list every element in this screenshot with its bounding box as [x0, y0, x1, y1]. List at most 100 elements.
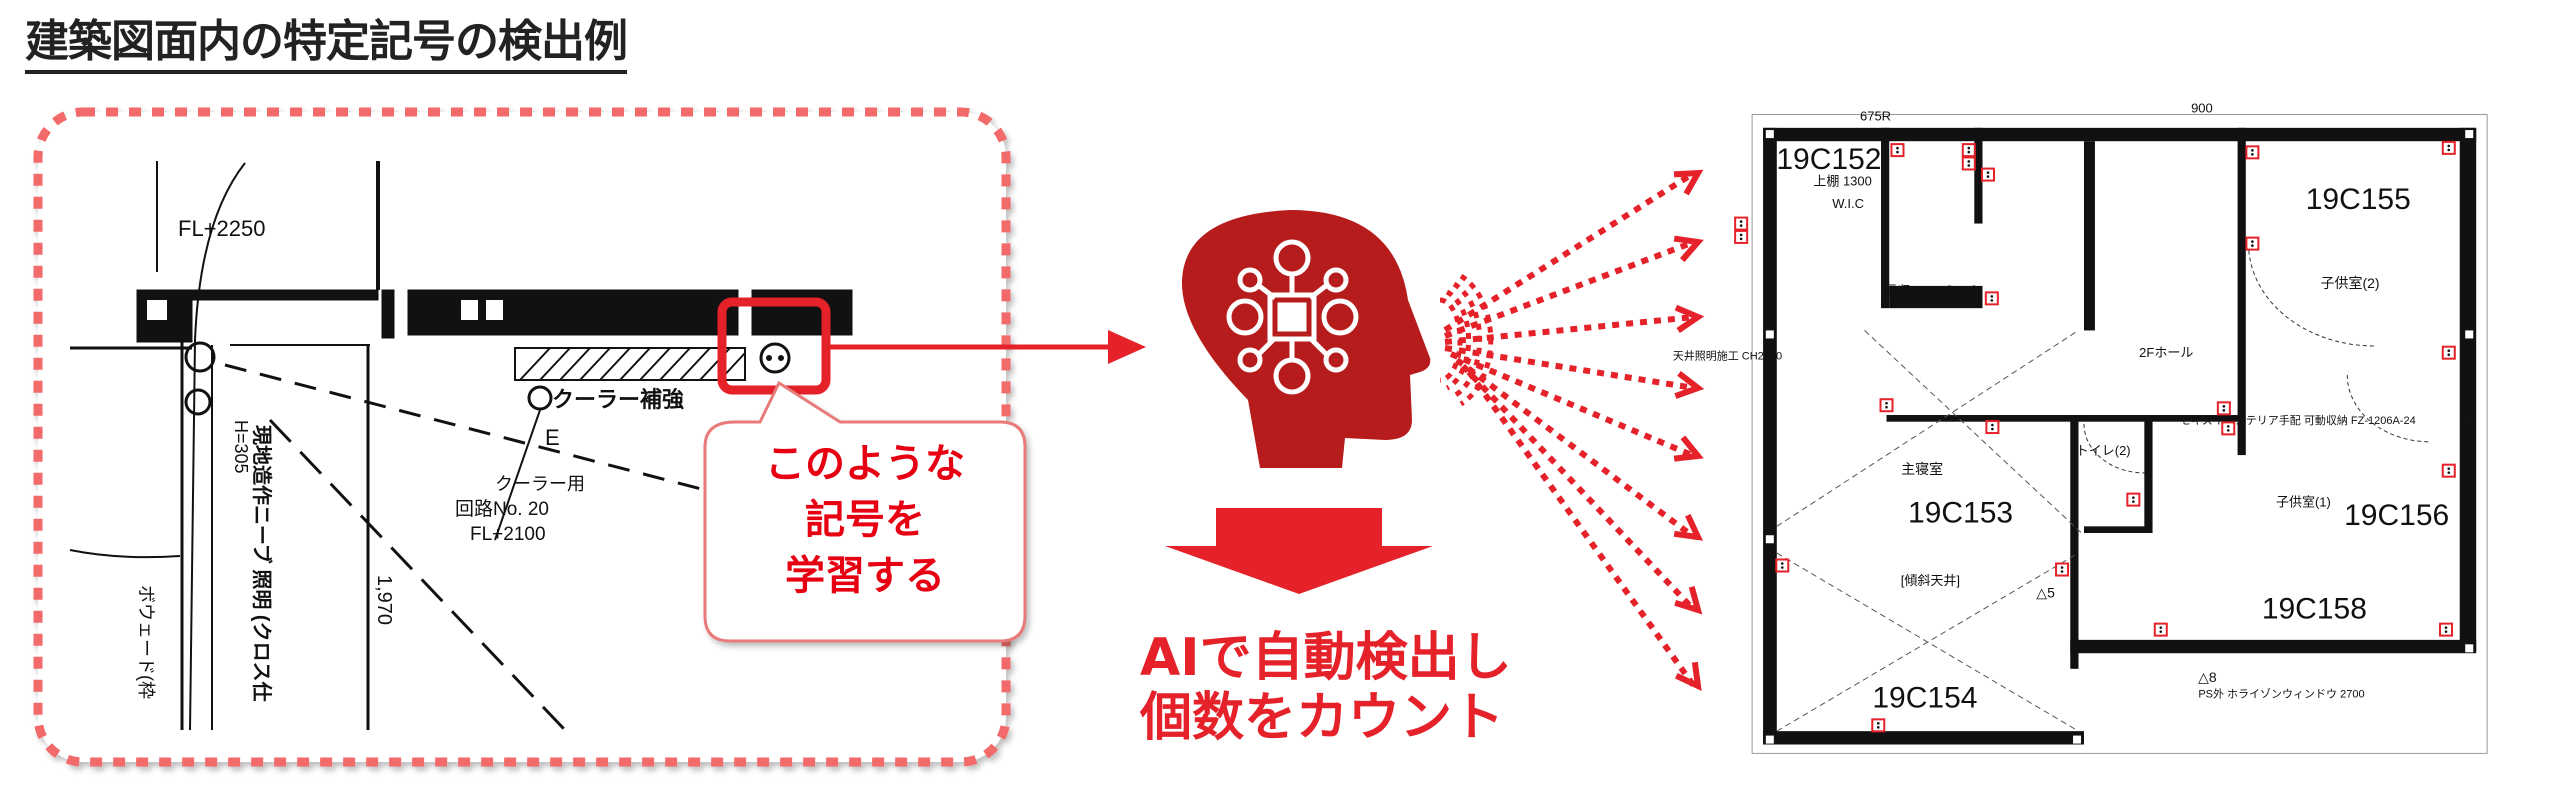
- right-arrow-icon: [1108, 330, 1146, 364]
- wall: [2459, 419, 2477, 651]
- plan-annotation: 主寝室: [1901, 461, 1943, 477]
- wall: [1763, 127, 1777, 745]
- detected-symbol-box: [1734, 229, 1749, 244]
- arrowhead-icon: [1673, 435, 1704, 462]
- plan-annotation: 長収A1125[DW]: [1885, 283, 1977, 298]
- door-swing: [2248, 243, 2375, 347]
- room-number: 19C156: [2344, 499, 2449, 532]
- window-mark: [2073, 735, 2082, 744]
- excerpt-label: H=305: [231, 420, 251, 474]
- dotted-arrow: [1444, 314, 1695, 345]
- door-swing: [2083, 423, 2145, 474]
- excerpt-label: 回路No. 20: [455, 498, 549, 520]
- plan-annotation: PS外 ホライゾンウィンドウ 2700: [2198, 688, 2364, 701]
- detected-symbol-box: [2441, 345, 2456, 360]
- detected-symbol-box: [2216, 401, 2231, 416]
- detected-symbol-box: [1961, 156, 1976, 171]
- wall: [1881, 127, 1890, 309]
- page-title: 建築図面内の特定記号の検出例: [25, 14, 628, 74]
- detected-symbol-box: [1871, 718, 1886, 733]
- dotted-arrow: [1460, 363, 1697, 613]
- window-mark: [1765, 535, 1774, 544]
- detected-symbol-box: [2153, 622, 2168, 637]
- detected-symbol-box: [1985, 420, 2000, 435]
- ceiling-line: [1864, 330, 2085, 536]
- result-text: AIで自動検出し 個数をカウント: [1140, 628, 1512, 748]
- window-mark: [1765, 735, 1774, 744]
- plan-annotation: △5: [2036, 585, 2055, 601]
- window-mark: [2465, 644, 2474, 653]
- excerpt-labels: FL+2250 クーラー補強 E クーラー用 回路No. 20 FL+2100 …: [136, 216, 684, 702]
- wall: [2083, 526, 2150, 534]
- wall: [2237, 127, 2246, 456]
- result-line: AIで自動検出し: [1140, 628, 1512, 688]
- plan-annotation: △8: [2198, 669, 2217, 685]
- arrowhead-icon: [1674, 370, 1705, 399]
- detected-symbol-box: [1775, 558, 1790, 573]
- wall: [2459, 127, 2477, 420]
- detected-symbol-box: [2221, 421, 2236, 436]
- arrowhead-icon: [1673, 513, 1704, 541]
- plan-annotation: 900: [2191, 100, 2213, 115]
- wall: [2144, 415, 2153, 534]
- excerpt-label: 1,970: [373, 575, 395, 625]
- detected-symbol-box: [2245, 145, 2260, 160]
- detected-symbol-box: [2439, 622, 2454, 637]
- excerpt-label: ボウェード(枠: [136, 585, 156, 699]
- excerpt-label: FL+2100: [470, 524, 546, 545]
- detected-symbol-box: [2441, 463, 2456, 478]
- detected-symbol-box: [2126, 492, 2141, 507]
- signal-arc: [1439, 297, 1463, 383]
- wall: [1763, 127, 2477, 142]
- detected-symbol-box: [1734, 216, 1749, 231]
- arrowhead-icon: [1675, 661, 1702, 692]
- detected-symbol-box: [1980, 167, 1995, 182]
- window-mark: [1765, 330, 1774, 339]
- ceiling-line: [1776, 552, 2079, 732]
- drawing-excerpt: [69, 161, 853, 732]
- wall: [1886, 415, 2244, 422]
- callout-line: このような: [765, 441, 965, 487]
- detected-symbol-box: [2055, 562, 2070, 577]
- plan-annotation: 子供室(2): [2320, 275, 2379, 291]
- door-swing: [2346, 374, 2430, 443]
- signal-arc: [1459, 273, 1494, 407]
- result-line: 個数をカウント: [1140, 688, 1505, 748]
- arrowhead-icon: [1673, 169, 1704, 196]
- detected-symbol-box: [1879, 398, 1894, 413]
- callout-text: このような 記号を 学習する: [706, 436, 1024, 604]
- room-number: 19C158: [2262, 592, 2367, 625]
- room-number: 19C155: [2306, 183, 2411, 216]
- plan-annotation: 上棚 1300: [1813, 174, 1872, 189]
- room-number: 19C153: [1908, 497, 2013, 530]
- plan-annotation: 天井照明施工 CH2400: [1673, 348, 1782, 362]
- window-mark: [1765, 130, 1774, 139]
- plan-annotation: 2Fホール: [2139, 345, 2193, 360]
- plan-annotation: トイレ(2): [2076, 443, 2131, 458]
- callout-line: 学習する: [785, 553, 945, 599]
- window-mark: [2078, 535, 2087, 544]
- dotted-arrow: [1449, 351, 1696, 459]
- detected-symbol-box: [2441, 140, 2456, 155]
- dimension-frame: [1751, 113, 2488, 754]
- excerpt-label: クーラー補強: [552, 387, 684, 412]
- ai-head-circuit-icon: [1181, 210, 1431, 468]
- dotted-arrow: [1444, 345, 1695, 391]
- excerpt-label: 現地造作ニーブ 照明 (クロス仕: [250, 425, 274, 702]
- plan-annotation: セキスイインテリア手配 可動収納 FZ-1206A-24: [2180, 413, 2416, 427]
- dotted-arrow: [1455, 357, 1696, 540]
- excerpt-label: クーラー用: [495, 474, 585, 494]
- room-number: 19C152: [1776, 143, 1881, 176]
- plan-annotation: 675R: [1860, 108, 1891, 123]
- wall: [1974, 127, 1983, 224]
- wall: [1763, 731, 2084, 745]
- window-mark: [2465, 330, 2474, 339]
- detected-symbol-box: [1961, 143, 1976, 158]
- wall: [2083, 141, 2095, 331]
- arrowhead-icon: [1674, 304, 1705, 334]
- signal-arc: [1452, 281, 1483, 399]
- arrowhead-icon: [1673, 235, 1704, 263]
- window-mark: [2465, 130, 2474, 139]
- excerpt-label: FL+2250: [178, 216, 265, 241]
